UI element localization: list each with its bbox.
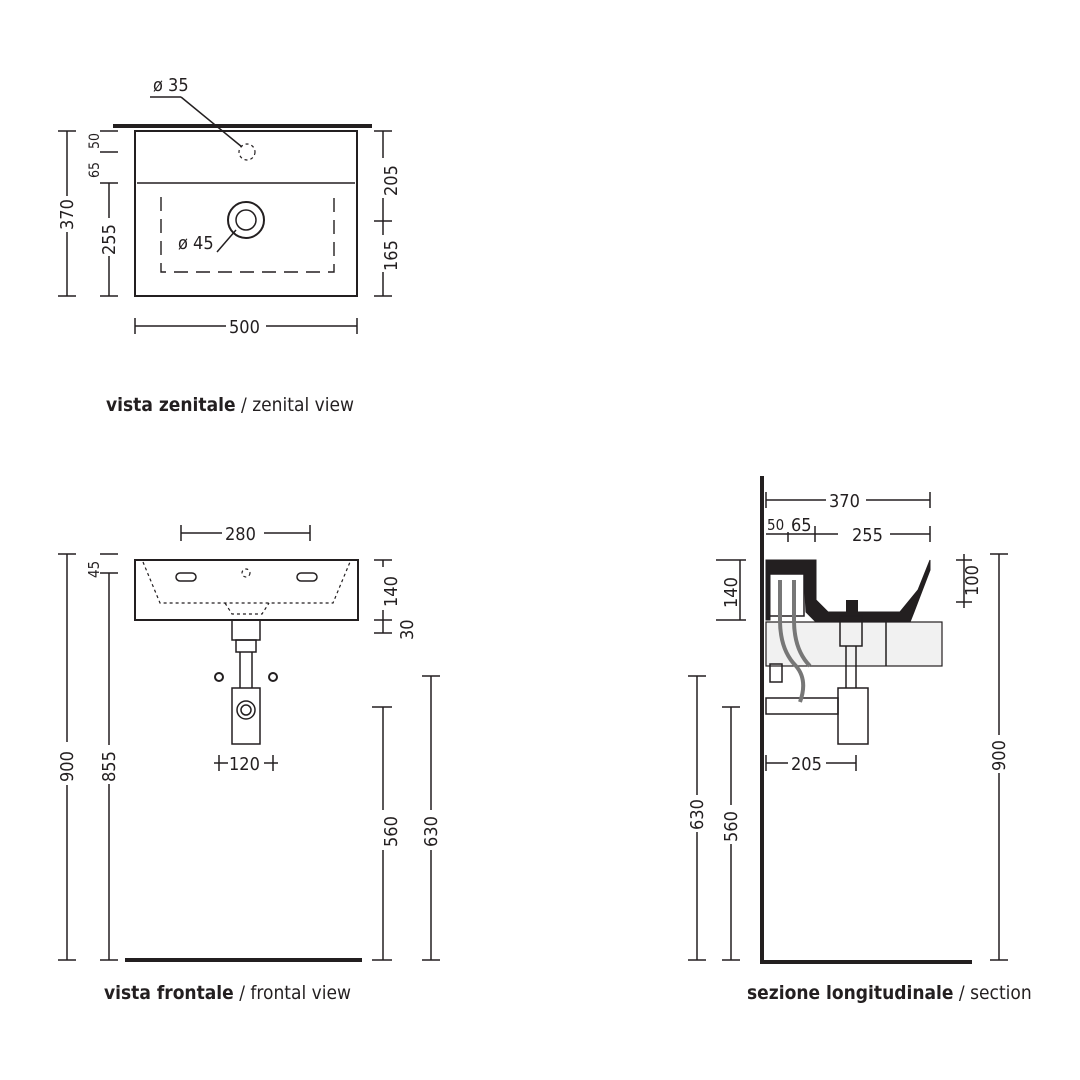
trap-body <box>231 687 261 745</box>
section-dim-370: 370 <box>829 491 860 512</box>
section-dim-255: 255 <box>852 525 883 546</box>
front-dim-140: 140 <box>381 576 402 607</box>
top-dim-370: 370 <box>57 199 78 230</box>
valve-section-icon <box>769 663 783 683</box>
section-dim-50: 50 <box>767 516 784 534</box>
trap-section <box>837 687 869 745</box>
tap-leader <box>180 96 243 148</box>
section-dim-100: 100 <box>962 565 983 596</box>
front-dim-900: 900 <box>57 751 78 782</box>
basin-outline-front <box>134 559 359 621</box>
top-view: ø 35 ø 45 370 255 50 65 205 165 500 vis <box>57 75 402 416</box>
top-dim-500: 500 <box>229 317 260 338</box>
drain-outer-icon <box>227 201 265 239</box>
section-dim-630: 630 <box>687 799 708 830</box>
overflow-right-icon <box>296 572 318 582</box>
drain-body <box>231 619 261 641</box>
overflow-left-icon <box>175 572 197 582</box>
front-dim-630: 630 <box>421 816 442 847</box>
front-view-caption: vista frontale / frontal view <box>104 982 351 1004</box>
drain-label: ø 45 <box>178 233 214 254</box>
drain-leader <box>216 229 237 253</box>
valve-right-icon <box>268 672 278 682</box>
tap-hole-icon <box>238 143 256 161</box>
drain-inner-icon <box>235 209 257 231</box>
top-dim-255: 255 <box>99 224 120 255</box>
section-dim-205: 205 <box>791 754 822 775</box>
section-dim-65: 65 <box>791 515 812 536</box>
front-dim-45: 45 <box>85 561 103 578</box>
drain-section <box>839 615 863 647</box>
tap-hole-front-icon <box>241 568 251 578</box>
basin-outline-top <box>134 130 358 297</box>
top-dim-50: 50 <box>87 133 103 149</box>
tap-hole-label: ø 35 <box>153 75 189 96</box>
section-dim-140: 140 <box>721 577 742 608</box>
front-view: 280 900 855 45 140 30 560 630 <box>57 524 442 1004</box>
supply-hose <box>778 580 806 703</box>
top-view-caption: vista zenitale / zenital view <box>106 394 354 416</box>
top-dim-205: 205 <box>381 165 402 196</box>
front-dim-560: 560 <box>381 816 402 847</box>
front-dim-120: 120 <box>229 754 260 775</box>
section-view: 370 50 65 255 140 100 205 630 <box>687 476 1032 1004</box>
bowl-dashed <box>160 197 335 273</box>
front-dim-280: 280 <box>225 524 256 545</box>
top-dim-65: 65 <box>87 162 103 178</box>
valve-left-icon <box>214 672 224 682</box>
front-dim-30: 30 <box>397 619 418 640</box>
section-dim-900: 900 <box>989 740 1010 771</box>
trap-outlet-icon <box>236 700 256 720</box>
section-dim-560: 560 <box>721 811 742 842</box>
basin-inner-front <box>142 561 351 604</box>
top-dim-165: 165 <box>381 240 402 271</box>
front-dim-855: 855 <box>99 751 120 782</box>
section-view-caption: sezione longitudinale / section <box>747 982 1032 1004</box>
